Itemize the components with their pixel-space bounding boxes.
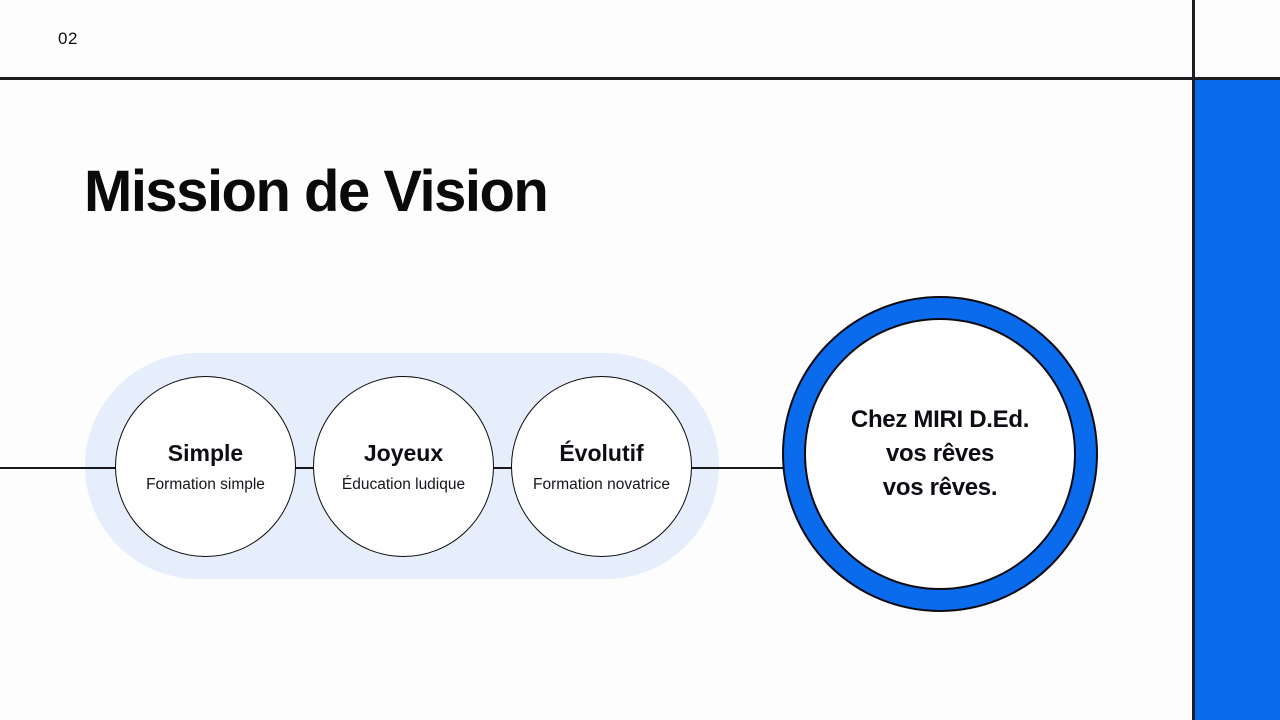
step-description: Éducation ludique (341, 475, 466, 493)
step-circle-evolutif: Évolutif Formation novatrice (511, 376, 692, 557)
step-circle-simple: Simple Formation simple (115, 376, 296, 557)
highlight-text-line: Chez MIRI D.Ed. (850, 406, 1030, 433)
highlight-circle: Chez MIRI D.Ed. vos rêves vos rêves. (782, 296, 1098, 612)
connector-line-step3-highlight (689, 467, 785, 469)
connector-line-step1-step2 (292, 467, 315, 469)
connector-line-left-edge (0, 467, 118, 469)
step-description: Formation simple (146, 475, 265, 493)
step-circle-joyeux: Joyeux Éducation ludique (313, 376, 494, 557)
highlight-text-line: vos rêves (885, 440, 995, 467)
step-description: Formation novatrice (533, 475, 670, 493)
right-vertical-line (1192, 0, 1195, 720)
highlight-circle-inner: Chez MIRI D.Ed. vos rêves vos rêves. (804, 318, 1076, 590)
top-divider-line (0, 77, 1280, 80)
step-label: Joyeux (363, 439, 444, 466)
highlight-text-line: vos rêves. (882, 474, 998, 501)
step-label: Simple (167, 439, 244, 466)
accent-sidebar (1195, 80, 1280, 720)
page-title: Mission de Vision (84, 159, 549, 224)
page-number: 02 (58, 29, 78, 48)
connector-line-step2-step3 (490, 467, 513, 469)
step-label: Évolutif (559, 439, 644, 466)
